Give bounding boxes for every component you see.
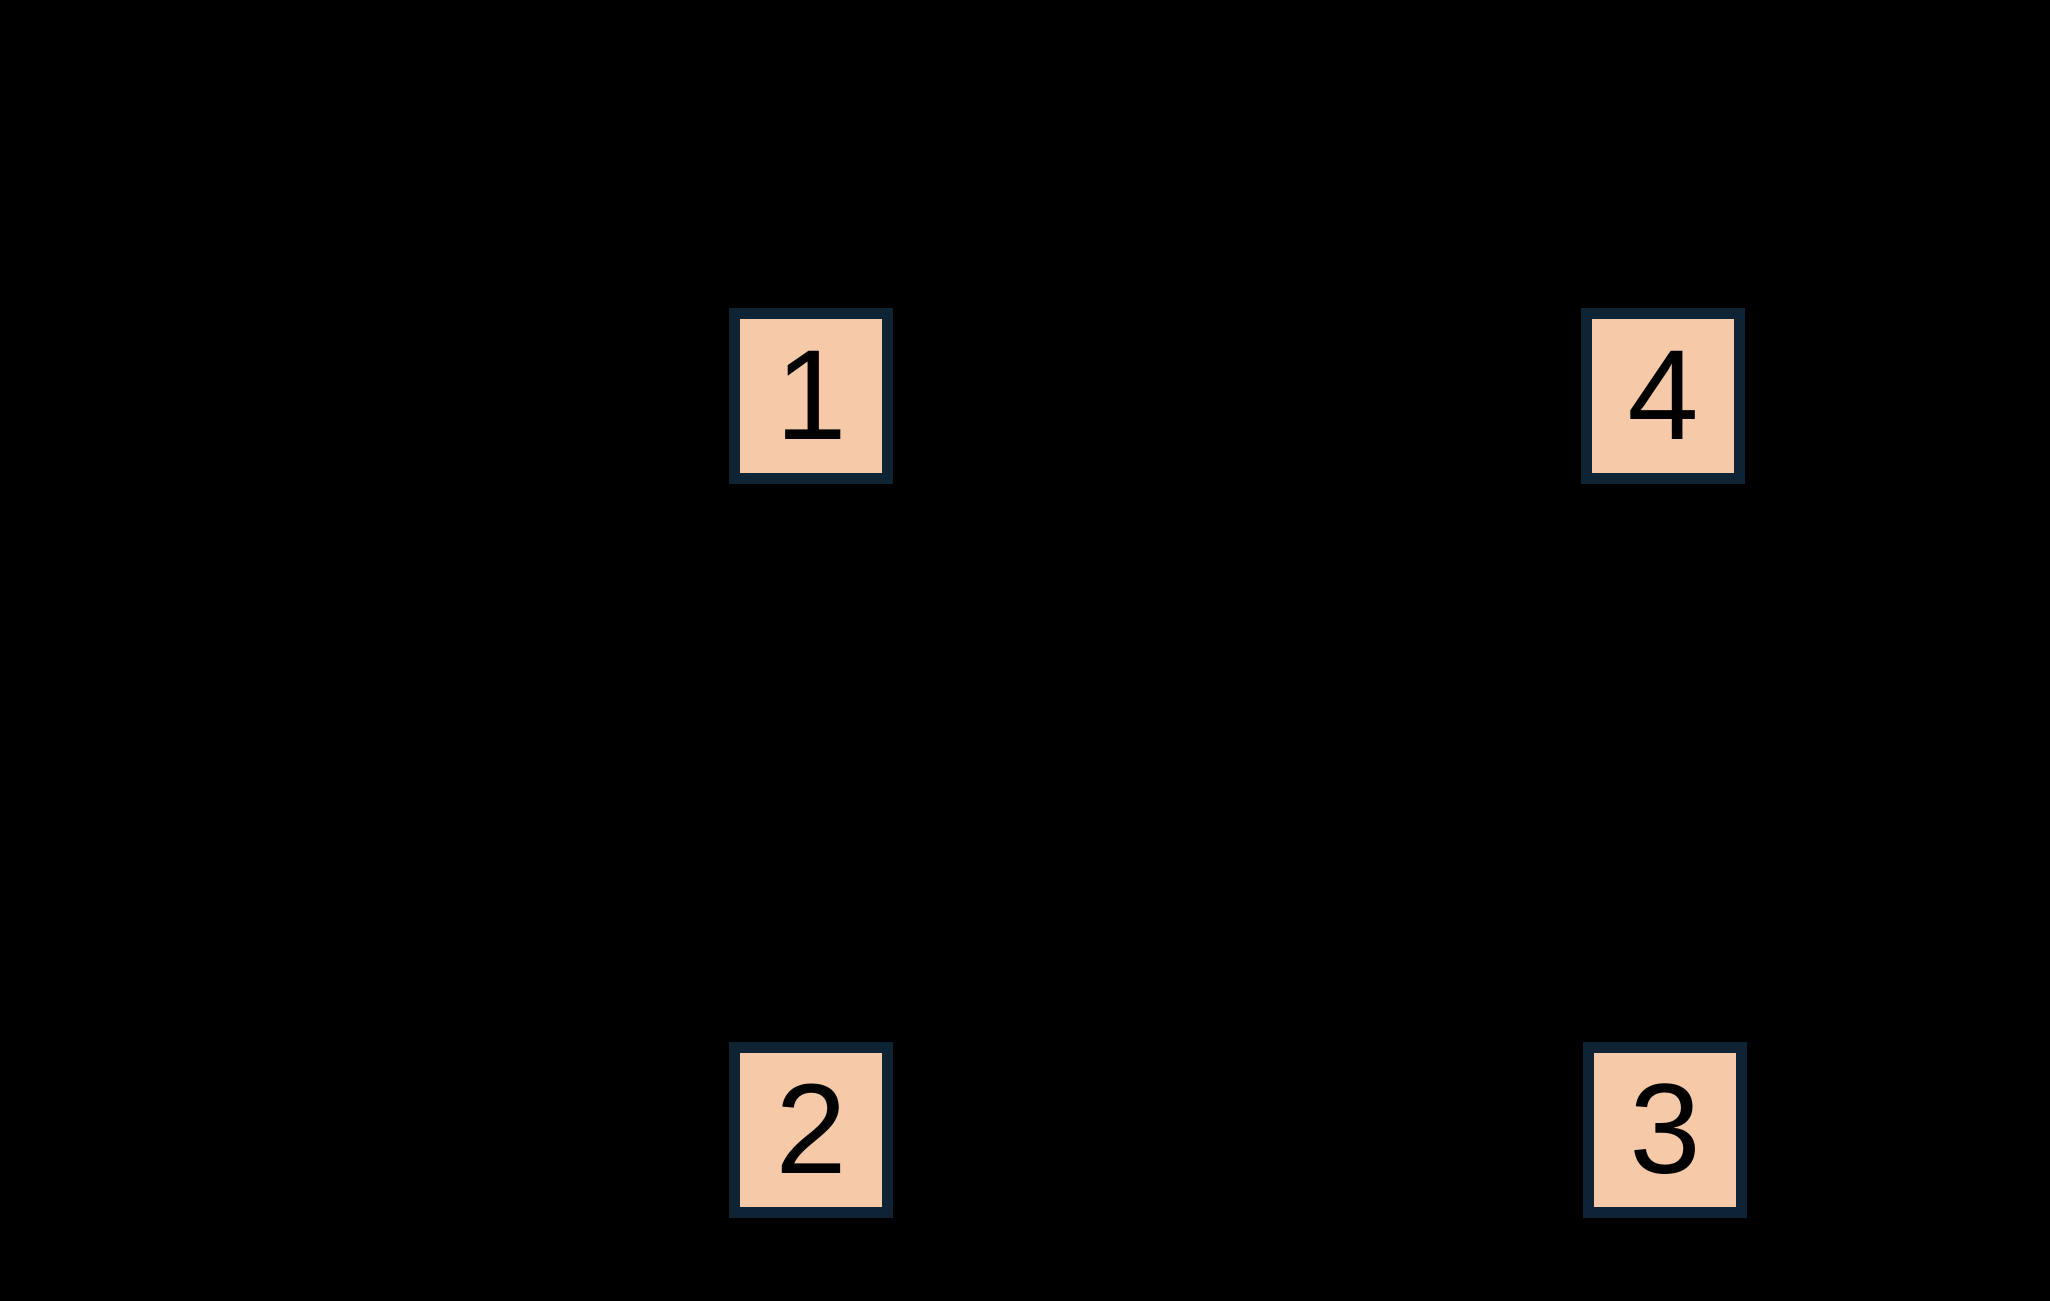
node-1: 1 [729,308,893,484]
node-2: 2 [729,1042,893,1218]
node-1-label: 1 [775,324,847,467]
node-4-label: 4 [1627,324,1699,467]
node-2-label: 2 [775,1058,847,1201]
node-3-label: 3 [1629,1058,1701,1201]
node-4: 4 [1581,308,1745,484]
node-3: 3 [1583,1042,1747,1218]
